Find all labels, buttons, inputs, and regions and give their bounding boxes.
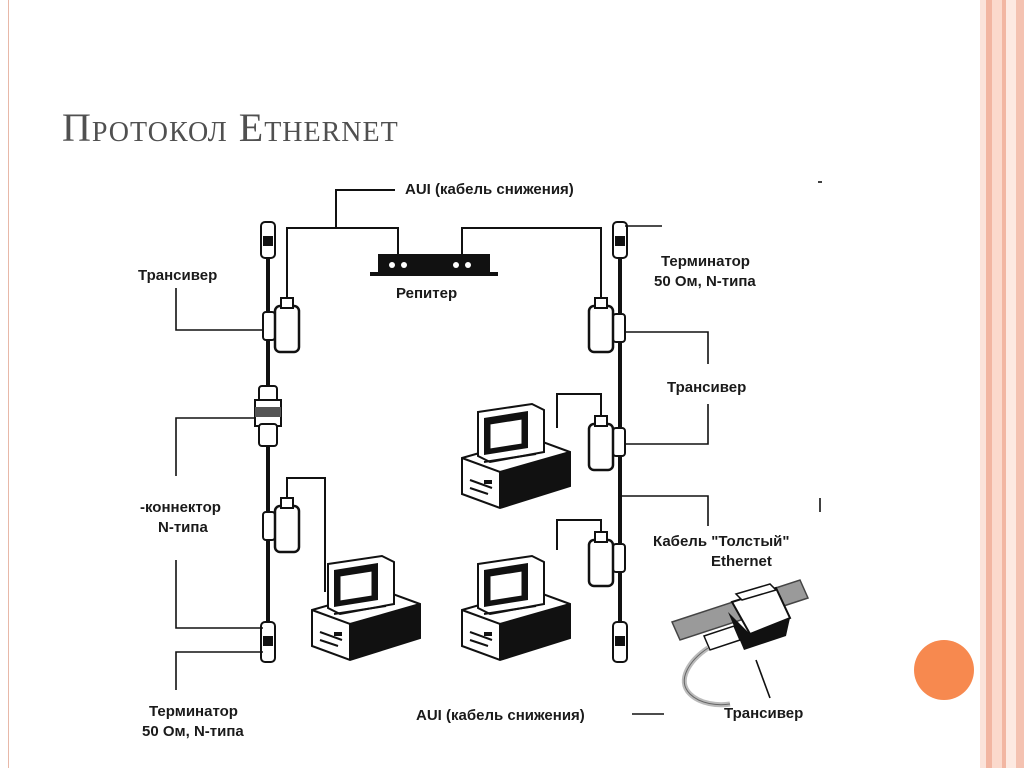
label-transceiver-bottom: Трансивер xyxy=(724,705,803,722)
repeater-device xyxy=(370,254,498,276)
label-terminator-right-1: Терминатор xyxy=(661,253,750,270)
label-thick-cable-1: Кабель "Толстый" xyxy=(653,533,790,550)
slide-frame xyxy=(8,0,986,768)
page-title: Протокол Ethernet xyxy=(62,105,399,150)
label-transceiver-left: Трансивер xyxy=(138,267,217,284)
label-transceiver-right: Трансивер xyxy=(667,379,746,396)
terminator-right-top xyxy=(612,221,628,259)
accent-circle xyxy=(914,640,974,700)
label-aui-bottom: AUI (кабель снижения) xyxy=(416,707,585,724)
aui-cables xyxy=(286,189,602,592)
n-connector xyxy=(254,385,282,447)
label-repeater: Репитер xyxy=(396,285,457,302)
transceiver-right-2 xyxy=(587,415,626,472)
transceiver-right-1 xyxy=(587,297,626,354)
terminator-right-bottom xyxy=(612,621,628,663)
label-thick-cable-2: Ethernet xyxy=(711,553,772,570)
transceiver-right-3 xyxy=(587,531,626,588)
label-terminator-left-2: 50 Ом, N-типа xyxy=(142,723,244,740)
label-connector-2: N-типа xyxy=(158,519,208,536)
label-terminator-left-1: Терминатор xyxy=(149,703,238,720)
terminator-left-bottom xyxy=(260,621,276,663)
label-terminator-right-2: 50 Ом, N-типа xyxy=(654,273,756,290)
thick-cable-detail xyxy=(670,579,810,708)
terminator-left-top xyxy=(260,221,276,259)
transceiver-left-2 xyxy=(262,497,301,554)
label-leaders xyxy=(175,181,822,715)
transceiver-left-1 xyxy=(262,297,301,354)
label-connector-1: -коннектор xyxy=(140,499,221,516)
decorative-stripes xyxy=(980,0,1024,768)
label-aui-top: AUI (кабель снижения) xyxy=(405,181,574,198)
